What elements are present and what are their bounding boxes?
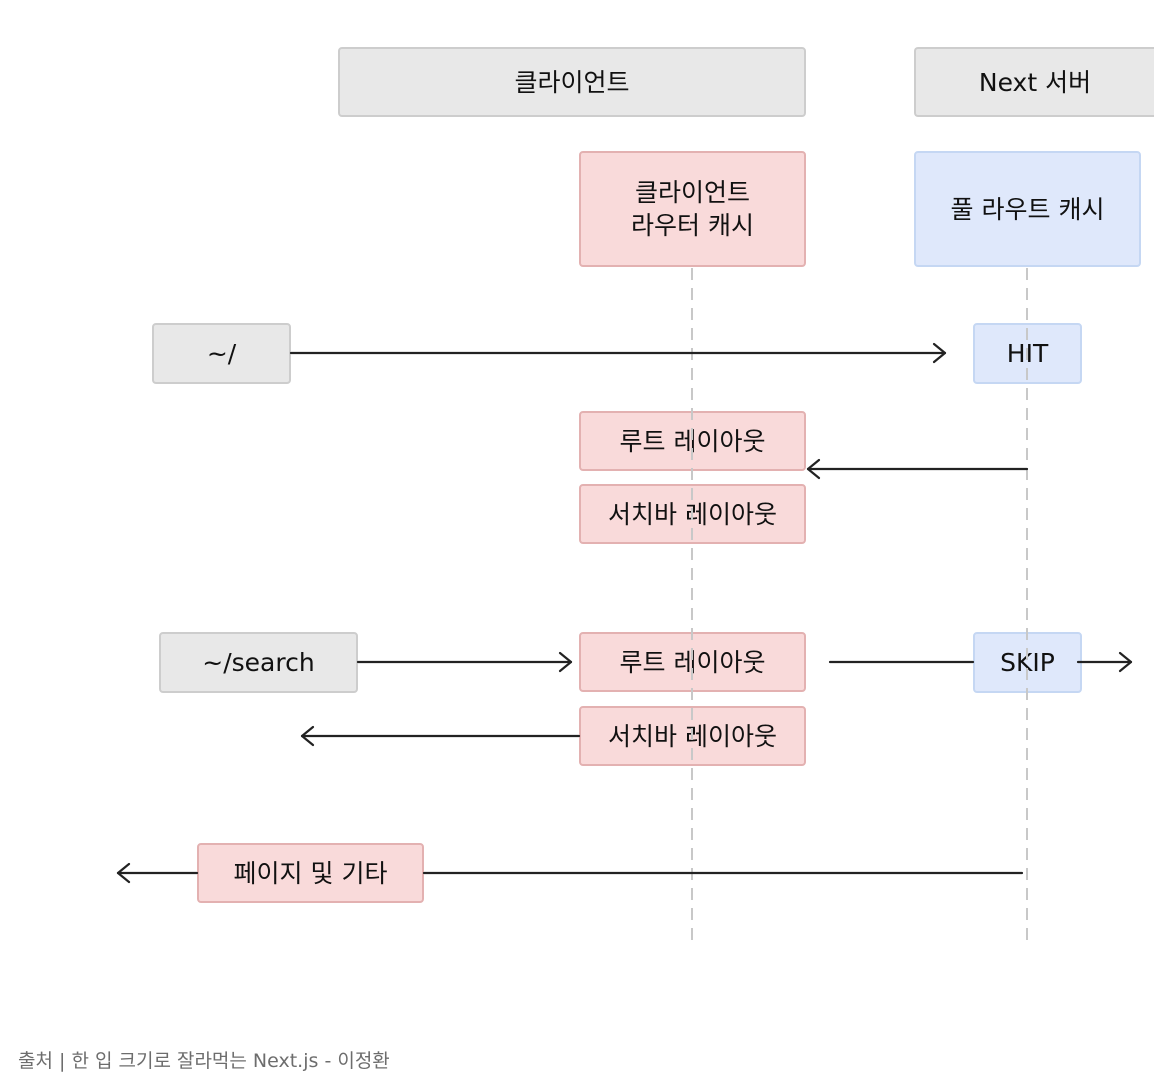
client-router-cache-label: 클라이언트 라우터 캐시 xyxy=(631,176,754,242)
segment-searchbar-layout-1-label: 서치바 레이아웃 xyxy=(608,499,777,529)
segment-searchbar-layout-2: 서치바 레이아웃 xyxy=(579,706,806,766)
segment-searchbar-layout-2-label: 서치바 레이아웃 xyxy=(608,721,777,751)
client-header-label: 클라이언트 xyxy=(514,67,630,97)
segment-root-layout-2: 루트 레이아웃 xyxy=(579,632,806,692)
route-home: ~/ xyxy=(152,323,291,384)
route-search-label: ~/search xyxy=(202,648,315,677)
route-search: ~/search xyxy=(159,632,358,693)
segment-page-etc: 페이지 및 기타 xyxy=(197,843,424,903)
status-skip: SKIP xyxy=(973,632,1082,693)
segment-page-etc-label: 페이지 및 기타 xyxy=(233,858,388,888)
server-header-label: Next 서버 xyxy=(978,67,1092,97)
arrowhead-skip-onward xyxy=(1118,651,1133,673)
segment-root-layout-1-label: 루트 레이아웃 xyxy=(619,426,766,456)
arrowhead-searchbar-back xyxy=(300,725,315,747)
arrowhead-page-back xyxy=(116,862,131,884)
status-hit: HIT xyxy=(973,323,1082,384)
status-hit-label: HIT xyxy=(1006,339,1049,368)
source-caption: 출처 | 한 입 크기로 잘라먹는 Next.js - 이정환 xyxy=(18,1050,390,1072)
arrowhead-response-hit xyxy=(806,458,821,480)
full-route-cache-label: 풀 라우트 캐시 xyxy=(950,194,1105,224)
client-header: 클라이언트 xyxy=(338,47,806,117)
client-router-cache-line1: 클라이언트 xyxy=(634,178,750,207)
segment-searchbar-layout-1: 서치바 레이아웃 xyxy=(579,484,806,544)
segment-root-layout-1: 루트 레이아웃 xyxy=(579,411,806,471)
client-router-cache: 클라이언트 라우터 캐시 xyxy=(579,151,806,267)
arrowhead-request-search xyxy=(558,651,573,673)
status-skip-label: SKIP xyxy=(1000,648,1055,677)
route-home-label: ~/ xyxy=(206,339,237,368)
server-header: Next 서버 xyxy=(914,47,1154,117)
client-router-cache-line2: 라우터 캐시 xyxy=(631,211,754,240)
full-route-cache: 풀 라우트 캐시 xyxy=(914,151,1141,267)
segment-root-layout-2-label: 루트 레이아웃 xyxy=(619,647,766,677)
arrowhead-request-home xyxy=(932,342,947,364)
